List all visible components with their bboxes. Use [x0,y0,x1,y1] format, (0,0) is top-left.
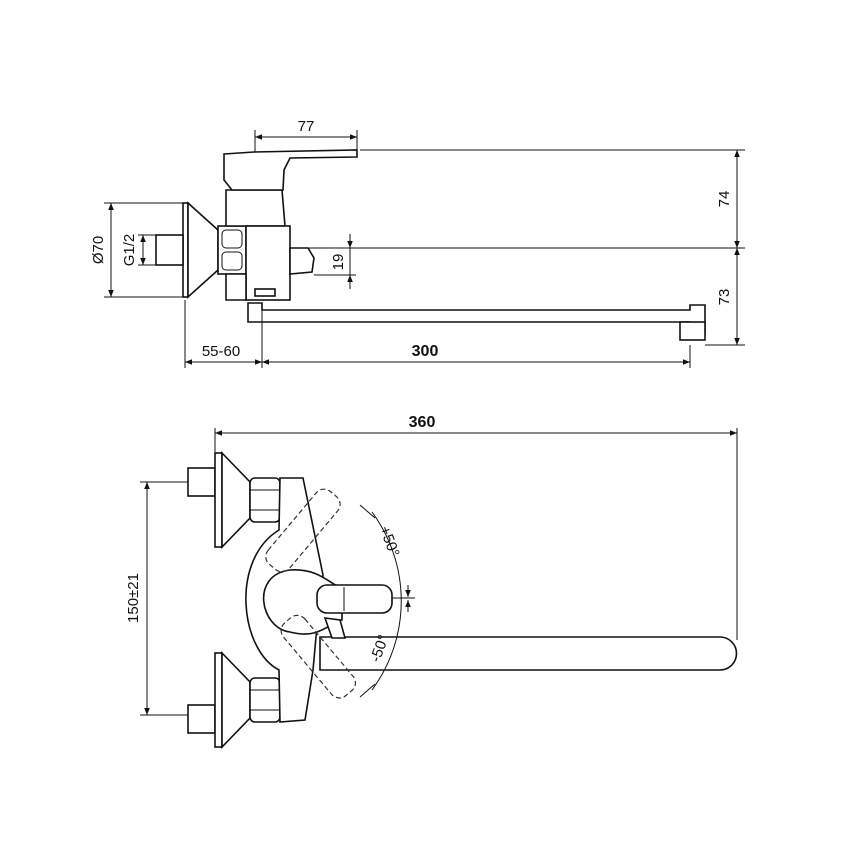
dim-19-label: 19 [330,254,347,271]
dim-73-label: 73 [716,289,733,306]
lever-handle [223,149,358,191]
spout-top [319,636,738,671]
side-view: 77 74 73 19 Ø70 G1/2 55-60 300 [90,118,745,368]
spout [247,302,706,341]
lever-position-plus50 [265,488,341,573]
dim-74-label: 74 [716,191,733,208]
mixer-body [225,189,315,301]
lever-position-minus50 [280,614,357,699]
dim-300-label: 300 [412,343,439,360]
dim-77-label: 77 [298,118,315,135]
upper-inlet [187,451,281,549]
dim-wall-distance-label: 55-60 [202,343,240,360]
angle-arc [371,511,402,691]
wall-plate [155,201,219,299]
dim-inlet-spacing-label: 150±21 [125,573,142,623]
top-view: 360 150±21 [125,414,738,749]
dim-360-label: 360 [409,414,436,431]
dim-thread-label: G1/2 [121,234,138,267]
lower-inlet [187,651,281,749]
lever-top [316,584,393,614]
dim-diameter-label: Ø70 [90,236,107,264]
angle-plus50-label: +50° [376,524,403,559]
connection-nut [217,225,247,275]
